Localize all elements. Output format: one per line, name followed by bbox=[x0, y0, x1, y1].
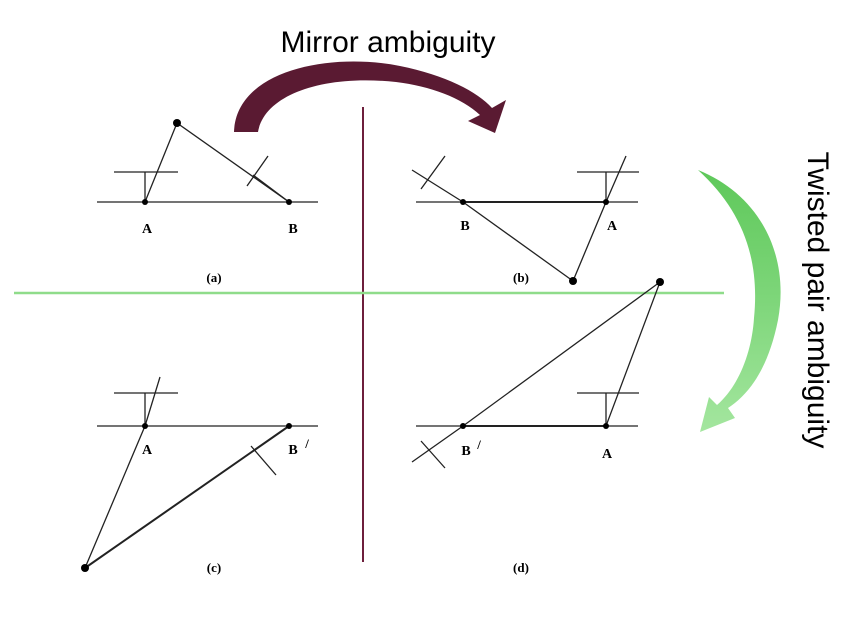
panel-b-label-left: B bbox=[460, 219, 469, 234]
panel-a: A B (a) bbox=[97, 119, 318, 285]
panel-c: A B / (c) bbox=[81, 376, 318, 575]
panel-a-label-left: A bbox=[142, 222, 153, 237]
twisted-pair-ambiguity-title: Twisted pair ambiguity bbox=[801, 152, 834, 449]
panel-b-label-right: A bbox=[607, 219, 618, 234]
twisted-pair-arrow bbox=[698, 170, 781, 432]
mirror-ambiguity-title: Mirror ambiguity bbox=[280, 26, 495, 59]
panel-a-label-right: B bbox=[288, 222, 297, 237]
panel-c-label-right-prime: / bbox=[304, 436, 309, 451]
panel-d-label-left: B bbox=[461, 444, 470, 459]
panel-b: B A (b) bbox=[411, 155, 639, 285]
panel-d-label-left-prime: / bbox=[476, 437, 481, 452]
mirror-arrow bbox=[234, 61, 506, 133]
panel-d-caption: (d) bbox=[513, 560, 529, 575]
panel-c-caption: (c) bbox=[207, 560, 221, 575]
panel-c-label-right: B bbox=[288, 443, 297, 458]
panel-c-label-left: A bbox=[142, 443, 153, 458]
panel-d: B / A (d) bbox=[411, 278, 664, 575]
panel-a-caption: (a) bbox=[206, 270, 221, 285]
panel-d-label-right: A bbox=[602, 447, 613, 462]
panel-b-caption: (b) bbox=[513, 270, 529, 285]
